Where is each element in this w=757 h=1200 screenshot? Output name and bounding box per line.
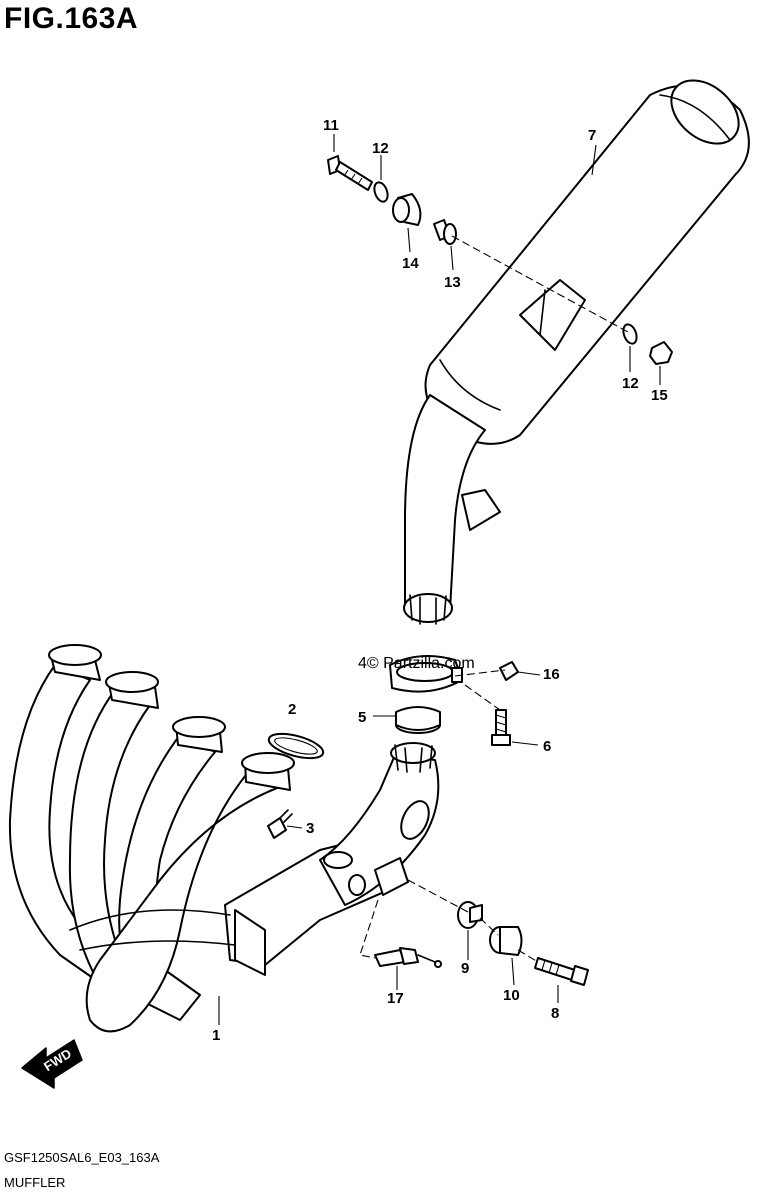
- figure-title: FIG.163A: [4, 2, 139, 35]
- figure-name: MUFFLER: [4, 1175, 66, 1190]
- callout-10: 10: [503, 987, 520, 1004]
- callout-9: 9: [461, 960, 469, 977]
- callout-15: 15: [651, 387, 668, 404]
- bolt-part-3[interactable]: [267, 809, 293, 839]
- muffler-inlet-pipe: [403, 394, 501, 625]
- clamp-part[interactable]: [389, 655, 463, 693]
- fwd-arrow-icon: FWD: [21, 1039, 83, 1089]
- callout-14: 14: [402, 255, 419, 272]
- callout-13: 13: [444, 274, 461, 291]
- watermark-text: 4© Partzilla.com: [358, 655, 475, 672]
- callout-5: 5: [358, 709, 366, 726]
- callout-11: 11: [323, 117, 339, 134]
- cushion-part-14[interactable]: [392, 193, 422, 226]
- washer-part-9[interactable]: [457, 901, 483, 929]
- callout-7: 7: [588, 127, 596, 144]
- bolt-part-11[interactable]: [327, 155, 373, 191]
- washer-part-12-lower[interactable]: [621, 323, 639, 346]
- callout-16: 16: [543, 666, 560, 683]
- leader-lines: [218, 134, 661, 1025]
- bolt-part-6[interactable]: [491, 709, 511, 746]
- muffler-part[interactable]: [424, 68, 751, 445]
- exhaust-pipe-assembly[interactable]: [8, 644, 440, 1033]
- figure-code: GSF1250SAL6_E03_163A: [4, 1150, 160, 1165]
- collar-part-13[interactable]: [433, 219, 457, 245]
- washer-part-12-upper[interactable]: [372, 181, 390, 204]
- gasket-part[interactable]: [266, 729, 325, 763]
- callout-17: 17: [387, 990, 404, 1007]
- cushion-part-10[interactable]: [489, 926, 523, 956]
- callout-12-upper: 12: [372, 140, 389, 157]
- callout-6: 6: [543, 738, 551, 755]
- callout-3: 3: [306, 820, 314, 837]
- nut-part-15[interactable]: [649, 341, 673, 365]
- callout-12-lower: 12: [622, 375, 639, 392]
- callout-labels: 1 2 3 5 6 7 8 9 10 11 12 12 13 14 15 16 …: [212, 117, 668, 1044]
- gasket-ring-part[interactable]: [395, 706, 441, 734]
- callout-2: 2: [288, 701, 296, 718]
- callout-8: 8: [551, 1005, 559, 1022]
- sensor-part-17[interactable]: [374, 947, 442, 968]
- bolt-part-8[interactable]: [534, 957, 589, 986]
- callout-1: 1: [212, 1027, 220, 1044]
- nut-part-16[interactable]: [499, 661, 519, 681]
- alignment-lines: [359, 235, 629, 963]
